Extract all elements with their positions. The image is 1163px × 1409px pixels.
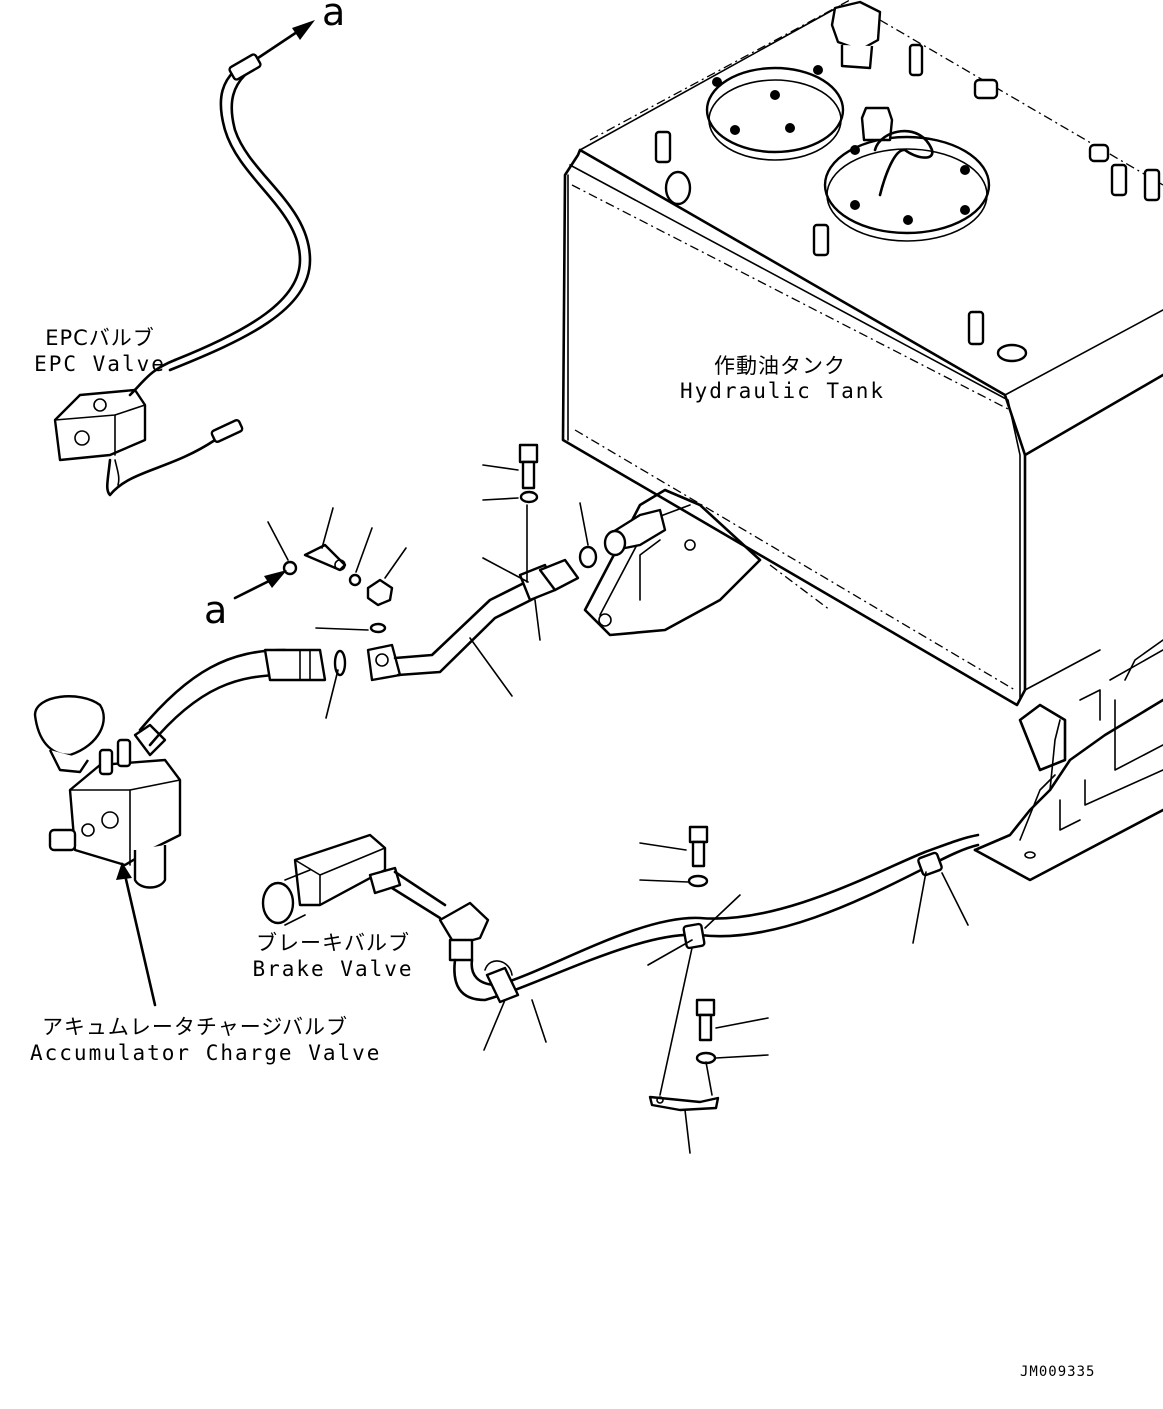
hydraulic-tank-label-en: Hydraulic Tank [680, 379, 886, 403]
accumulator-charge-valve-label-en: Accumulator Charge Valve [30, 1041, 382, 1065]
brake-valve [261, 825, 980, 1154]
epc-valve-label-en: EPC Valve [34, 352, 166, 376]
hydraulic-tank-label-jp: 作動油タンク [714, 354, 846, 378]
brake-valve-label-en: Brake Valve [252, 957, 414, 981]
connection-mark-top: a [322, 0, 346, 34]
pipe-assembly [233, 443, 598, 719]
epc-hose [168, 20, 315, 372]
connection-mark-left: a [204, 588, 228, 632]
drawing-code: JM009335 [1020, 1364, 1096, 1380]
epc-valve-label-jp: EPCバルブ [45, 326, 155, 350]
accumulator-charge-valve-label-jp: アキュムレータチャージバルブ [41, 1015, 349, 1039]
hydraulic-tank [561, 0, 1163, 707]
brake-valve-label-jp: ブレーキバルブ [256, 931, 410, 955]
epc-valve [53, 358, 244, 497]
accumulator-charge-valve [33, 648, 327, 1007]
frame-structure [973, 639, 1163, 882]
